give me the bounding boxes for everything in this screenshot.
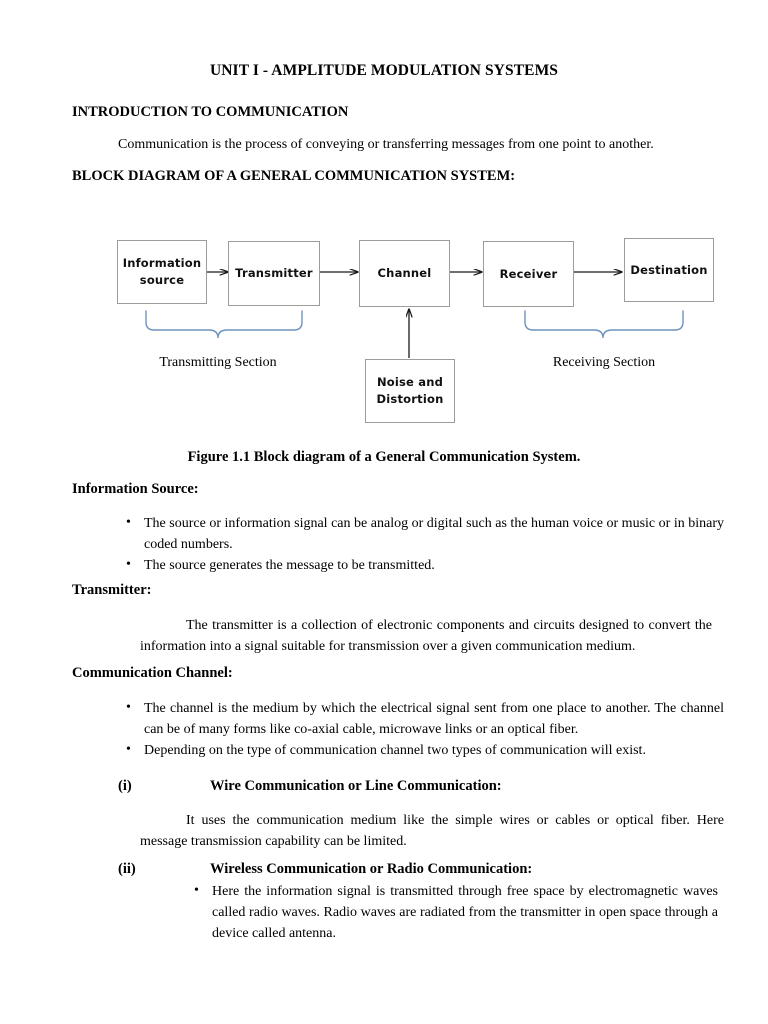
heading-block-diagram: BLOCK DIAGRAM OF A GENERAL COMMUNICATION… (72, 168, 516, 184)
heading-transmitter: Transmitter: (72, 582, 152, 598)
paragraph-wire-communication: It uses the communication medium like th… (140, 813, 724, 849)
list-information-source: The source or information signal can be … (126, 512, 724, 576)
roman-numeral-ii: (ii) (118, 861, 136, 877)
diagram-box-transmitter[interactable]: Transmitter (228, 241, 320, 306)
list-item: The source generates the message to be t… (126, 554, 724, 576)
roman-numeral-i: (i) (118, 778, 132, 794)
page-title: UNIT I - AMPLITUDE MODULATION SYSTEMS (209, 62, 559, 79)
diagram-box-noise-and-distortion[interactable]: Noise and Distortion (365, 359, 455, 423)
diagram-box-destination[interactable]: Destination (624, 238, 714, 302)
list-item: The channel is the medium by which the e… (126, 697, 724, 740)
diagram-label-transmitting-section: Transmitting Section (159, 355, 277, 370)
heading-wireless-communication: Wireless Communication or Radio Communic… (210, 861, 533, 877)
paragraph-introduction: Communication is the process of conveyin… (118, 137, 654, 152)
heading-communication-channel: Communication Channel: (72, 665, 233, 681)
list-item: The source or information signal can be … (126, 512, 724, 555)
list-item: Here the information signal is transmitt… (194, 880, 718, 944)
diagram-box-receiver[interactable]: Receiver (483, 241, 574, 307)
diagram-box-information-source[interactable]: Information source (117, 240, 207, 304)
list-item: Depending on the type of communication c… (126, 739, 724, 761)
heading-wire-communication: Wire Communication or Line Communication… (210, 778, 502, 794)
heading-introduction-to-communication: INTRODUCTION TO COMMUNICATION (72, 104, 349, 120)
heading-information-source: Information Source: (72, 481, 199, 497)
list-communication-channel: The channel is the medium by which the e… (126, 697, 724, 761)
diagram-label-receiving-section: Receiving Section (552, 355, 656, 370)
list-wireless-communication: Here the information signal is transmitt… (194, 880, 718, 944)
paragraph-transmitter: The transmitter is a collection of elect… (140, 618, 712, 654)
figure-caption: Figure 1.1 Block diagram of a General Co… (187, 449, 581, 465)
diagram-box-channel[interactable]: Channel (359, 240, 450, 307)
